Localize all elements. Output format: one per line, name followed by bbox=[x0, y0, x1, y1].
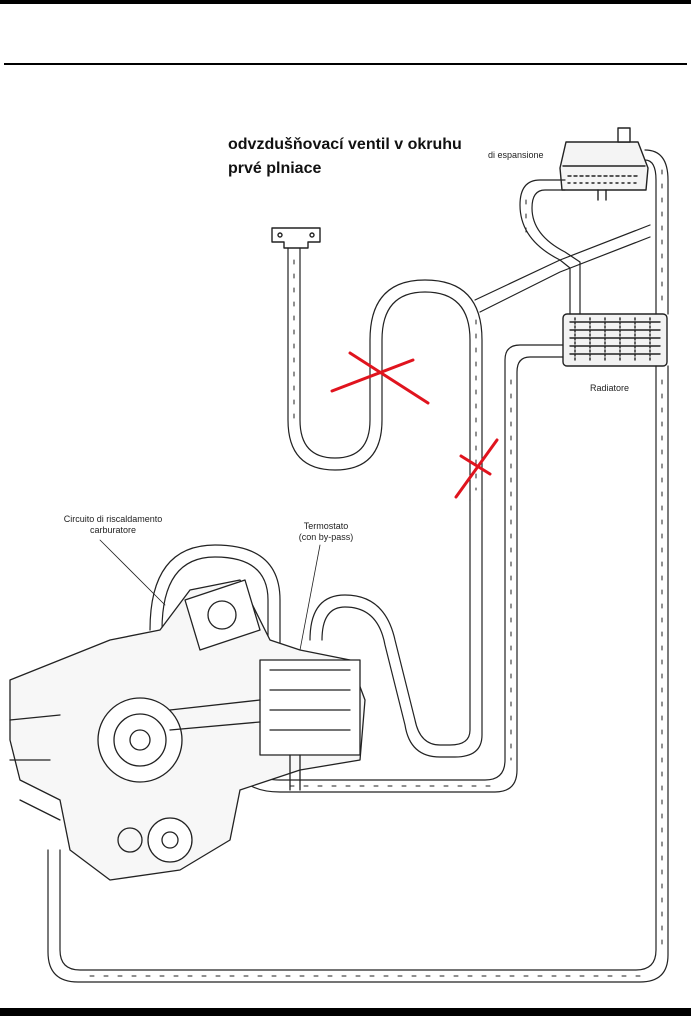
bottom-rule bbox=[0, 1008, 691, 1016]
red-cross-marker-1 bbox=[330, 351, 430, 405]
carb-heating-circuit-label: Circuito di riscaldamento carburatore bbox=[38, 514, 188, 536]
annotation-line-1: odvzdušňovací ventil v okruhu bbox=[228, 136, 462, 153]
header-rule bbox=[4, 63, 687, 65]
hose-lines bbox=[47, 149, 669, 983]
bleed-valve-bracket bbox=[271, 227, 321, 249]
leader-lines bbox=[99, 539, 321, 651]
expansion-tank bbox=[559, 127, 649, 201]
thermostat-label: Termostato (con by-pass) bbox=[286, 521, 366, 543]
top-rule bbox=[0, 0, 691, 4]
annotation-line-2: prvé plniace bbox=[228, 160, 322, 177]
flow-arrows bbox=[89, 169, 663, 977]
red-cross-marker-2 bbox=[454, 438, 499, 499]
carb-heating-label-line-2: carburatore bbox=[89, 525, 137, 535]
thermostat-label-line-1: Termostato bbox=[303, 521, 349, 531]
radiator-label: Radiatore bbox=[590, 383, 630, 393]
engine-block bbox=[9, 579, 366, 881]
carb-heating-label-line-1: Circuito di riscaldamento bbox=[63, 514, 163, 524]
annotation-note: odvzdušňovací ventil v okruhu prvé plnia… bbox=[228, 133, 488, 181]
expansion-tank-label: di espansione bbox=[488, 150, 544, 160]
thermostat-label-line-2: (con by-pass) bbox=[298, 532, 354, 542]
radiator bbox=[562, 313, 668, 367]
